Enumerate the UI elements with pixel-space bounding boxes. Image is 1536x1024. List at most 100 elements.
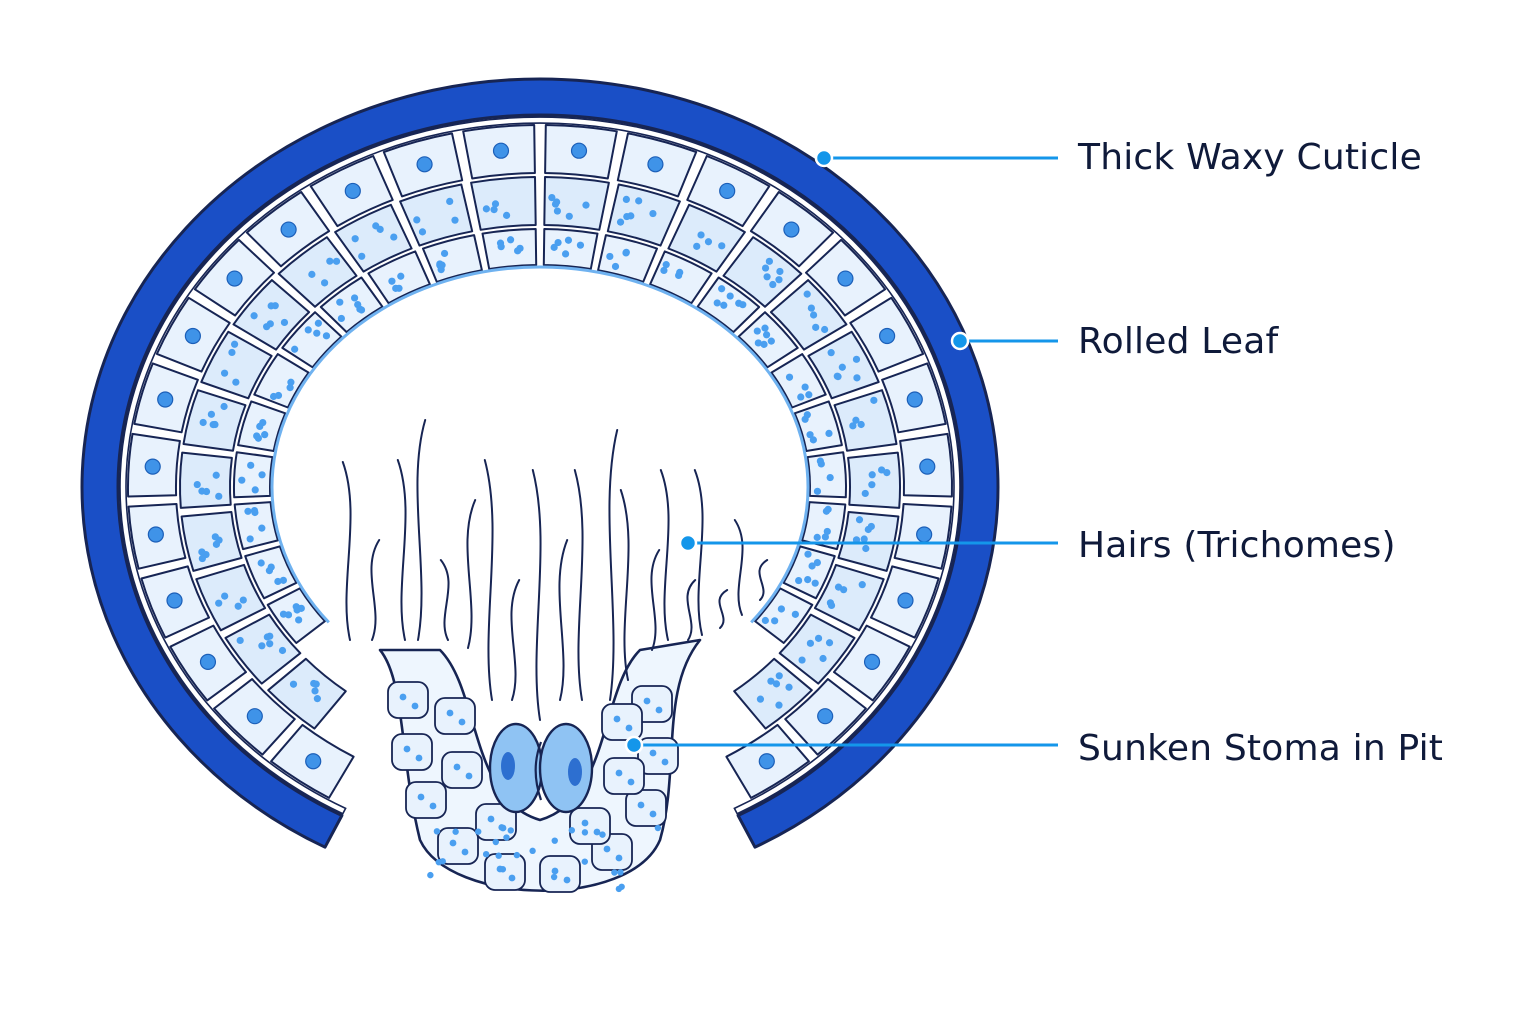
callout-rolled-leaf: [950, 331, 1058, 351]
cell-wall: [696, 276, 761, 334]
trichome: [693, 469, 704, 636]
chloroplast: [289, 680, 298, 688]
pit-cell: [434, 697, 476, 735]
chloroplast: [761, 264, 770, 272]
chloroplast: [435, 859, 443, 866]
chloroplast: [279, 610, 288, 618]
chloroplast: [554, 238, 562, 247]
chloroplast: [827, 349, 835, 357]
cell: [793, 400, 843, 452]
chloroplast: [697, 231, 705, 239]
cell-wall: [733, 657, 813, 730]
cell-wall: [180, 511, 243, 572]
chloroplast: [350, 294, 359, 302]
cell: [244, 545, 298, 600]
chloroplast: [351, 235, 359, 243]
trichome: [718, 589, 729, 629]
chloroplast: [718, 242, 726, 250]
chloroplast: [446, 709, 454, 717]
chloroplast: [513, 851, 521, 859]
chloroplast: [803, 411, 811, 419]
chloroplast: [883, 468, 891, 477]
chloroplast: [246, 535, 254, 543]
chloroplast: [813, 558, 821, 567]
chloroplast: [461, 848, 469, 856]
cell: [649, 250, 713, 305]
cell: [616, 132, 698, 198]
chloroplast: [220, 369, 229, 377]
pit-cell-wall: [484, 853, 526, 891]
pit-cell: [437, 827, 479, 865]
chloroplast: [516, 244, 524, 252]
cell: [813, 563, 885, 632]
chloroplast: [754, 339, 762, 347]
chloroplast: [617, 869, 624, 876]
chloroplast: [395, 284, 403, 292]
chloroplast: [388, 277, 396, 285]
chloroplast: [661, 758, 669, 766]
trichome: [558, 539, 569, 701]
chloroplast: [762, 331, 771, 339]
guard-cell-left: [488, 722, 544, 814]
label-thick-waxy-cuticle: Thick Waxy Cuticle: [1078, 137, 1422, 178]
callout-dot: [814, 148, 834, 168]
chloroplast: [274, 577, 282, 586]
pit-cell-wall: [387, 681, 429, 719]
chloroplast: [775, 672, 783, 680]
chloroplast: [821, 325, 829, 334]
chloroplast: [295, 616, 303, 624]
chloroplast: [767, 337, 775, 345]
chloroplast: [267, 302, 275, 310]
chloroplast: [777, 605, 785, 613]
chloroplast: [312, 680, 320, 688]
chloroplast: [613, 715, 621, 723]
trichome: [416, 419, 427, 641]
cell: [180, 511, 243, 572]
chloroplast: [625, 724, 633, 732]
cell: [200, 330, 273, 400]
cell-wall: [195, 563, 267, 632]
chloroplast: [280, 318, 289, 327]
chloroplast: [257, 559, 265, 567]
chloroplast: [550, 243, 558, 251]
callout-hairs: [678, 533, 1058, 553]
chloroplast: [337, 314, 345, 323]
chloroplast: [756, 695, 765, 703]
chloroplast: [482, 205, 490, 213]
chloroplast: [502, 211, 511, 219]
cell-wall: [806, 451, 848, 499]
chloroplast: [266, 640, 274, 648]
cell-nucleus: [647, 156, 664, 173]
cell-wall: [200, 330, 273, 400]
cell: [182, 389, 247, 452]
chloroplast: [627, 778, 635, 786]
chloroplast: [304, 326, 312, 334]
cell: [801, 501, 847, 551]
cell-wall: [778, 613, 856, 685]
chloroplast: [313, 695, 321, 703]
chloroplast: [553, 207, 562, 215]
chloroplast: [826, 473, 834, 482]
cuticle-band: [80, 77, 1000, 849]
chloroplast: [785, 683, 793, 691]
chloroplast: [726, 292, 734, 300]
chloroplast: [593, 828, 601, 836]
chloroplast: [287, 378, 295, 386]
cell: [126, 432, 181, 498]
cell-wall: [281, 311, 343, 369]
trichome: [370, 539, 381, 641]
trichome: [396, 459, 407, 641]
chloroplast: [813, 533, 821, 541]
chloroplast: [212, 471, 220, 479]
chloroplast: [244, 507, 252, 515]
chloroplast: [551, 867, 559, 875]
chloroplast: [212, 540, 221, 548]
chloroplast: [582, 201, 590, 209]
cell-wall: [754, 587, 814, 644]
cell: [270, 723, 355, 799]
sunken-stoma: [488, 722, 594, 814]
chloroplast: [769, 280, 777, 289]
chloroplast: [826, 599, 835, 607]
pit-cell-wall: [637, 737, 679, 775]
